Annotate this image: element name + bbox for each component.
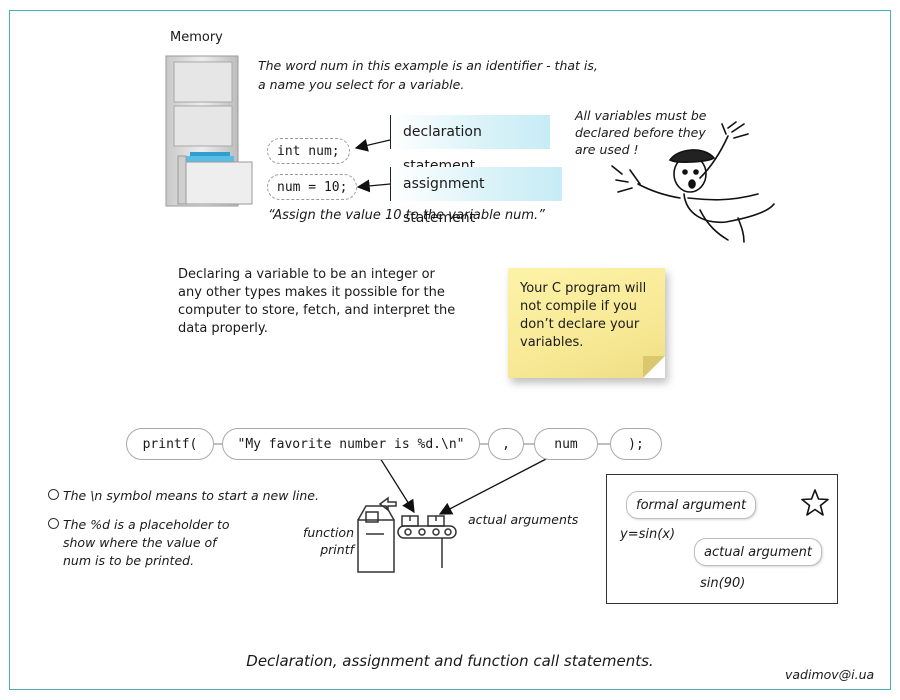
bullet-newline-text: The \n symbol means to start a new line. xyxy=(63,488,319,503)
bullet-circle-icon xyxy=(48,518,59,529)
sticky-note: Your C program will not compile if you d… xyxy=(508,268,665,378)
actual-expression: sin(90) xyxy=(700,576,746,591)
bullet-placeholder: The %d is a placeholder to show where th… xyxy=(48,516,233,570)
printf-arg-pill: num xyxy=(534,428,598,460)
bullet-circle-icon xyxy=(48,489,59,500)
sticky-note-text: Your C program will not compile if you d… xyxy=(520,281,647,350)
page-frame xyxy=(9,10,891,690)
printf-function-pill: printf( xyxy=(126,428,214,460)
assignment-statement-label: assignment statement xyxy=(390,167,562,226)
function-printf-label: function printf xyxy=(302,525,354,557)
star-icon xyxy=(801,489,829,516)
formal-expression: y=sin(x) xyxy=(620,527,676,542)
figure-caption: Declaration, assignment and function cal… xyxy=(246,652,654,670)
bullet-newline: The \n symbol means to start a new line. xyxy=(48,487,343,505)
formal-argument-label: formal argument xyxy=(626,491,757,519)
printf-close-pill: ); xyxy=(610,428,662,460)
argument-example-box xyxy=(606,474,838,604)
declaration-code: int num; xyxy=(267,138,350,164)
printf-comma-pill: , xyxy=(488,428,524,460)
author-signature: vadimov@i.ua xyxy=(785,667,875,682)
identifier-note: The word num in this example is an ident… xyxy=(258,58,598,92)
assignment-code: num = 10; xyxy=(267,174,358,200)
declare-warning-text: All variables must be declared before th… xyxy=(575,108,707,157)
conveyor-machine-icon xyxy=(357,496,457,573)
assign-note: “Assign the value 10 to the variable num… xyxy=(268,208,545,223)
actual-arguments-label: actual arguments xyxy=(468,512,579,527)
declaring-explanation: Declaring a variable to be an integer or… xyxy=(178,267,456,336)
memory-label: Memory xyxy=(170,30,223,45)
filing-cabinet-icon xyxy=(165,55,253,207)
actual-argument-label: actual argument xyxy=(694,538,822,566)
excited-person-icon xyxy=(611,121,775,243)
bullet-placeholder-text: The %d is a placeholder to show where th… xyxy=(63,517,230,568)
sticky-note-curl xyxy=(643,356,665,378)
printf-format-string-pill: "My favorite number is %d.\n" xyxy=(222,428,480,460)
